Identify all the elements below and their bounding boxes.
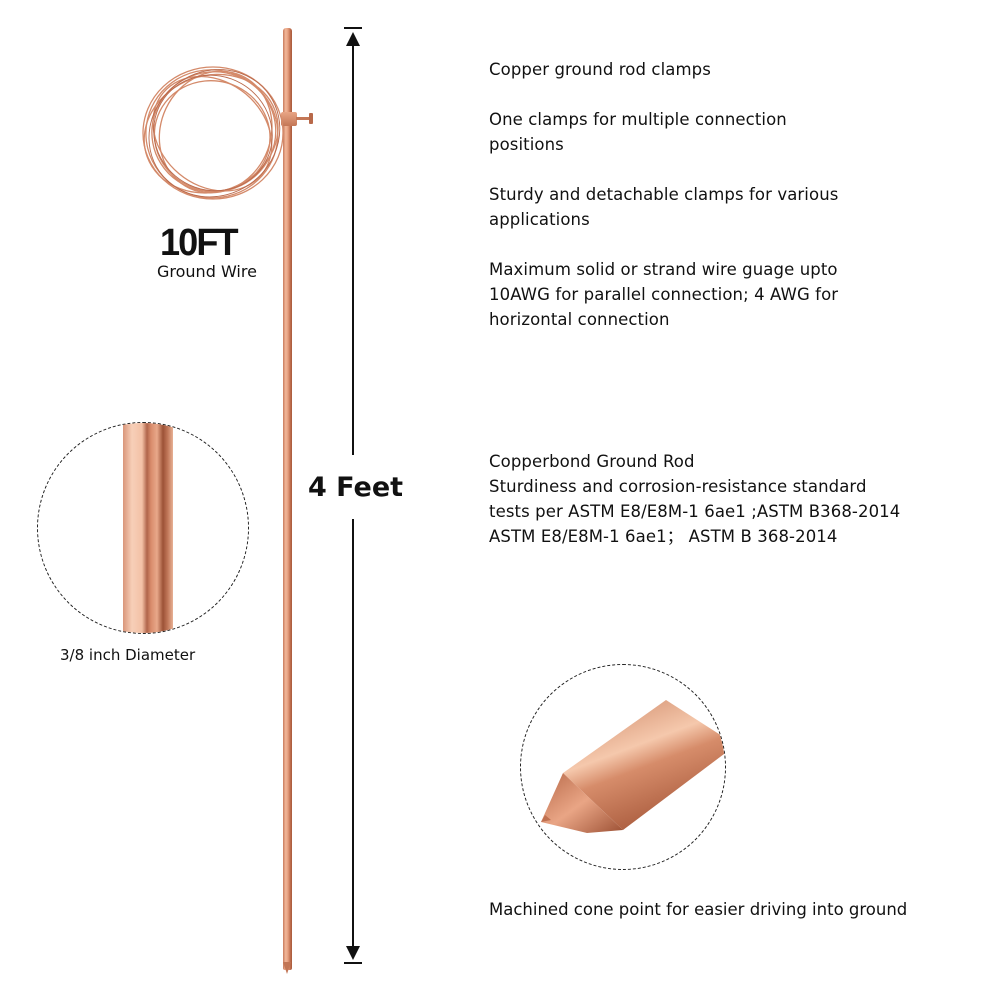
rod-clamp-image (281, 112, 297, 126)
wire-caption: Ground Wire (157, 262, 257, 281)
feature-line: 10AWG for parallel connection; 4 AWG for (489, 285, 839, 304)
cone-point-image (541, 700, 725, 833)
feature-line: One clamps for multiple connection (489, 110, 787, 129)
rod-closeup-image (123, 423, 173, 633)
feature-line: horizontal connection (489, 310, 670, 329)
rod-length-label: 4 Feet (308, 472, 404, 503)
feature-item: Maximum solid or strand wire guage upto … (489, 257, 929, 332)
ground-rod-tip (283, 962, 291, 974)
dimension-label-gap (330, 455, 380, 519)
clamp-bolt-head (309, 113, 313, 124)
feature-item: Sturdy and detachable clamps for various… (489, 182, 929, 232)
feature-line: tests per ASTM E8/E8M-1 6ae1 ;ASTM B368-… (489, 502, 901, 521)
feature-item: Copper ground rod clamps (489, 57, 929, 82)
wire-length-label: 10FT (160, 222, 239, 264)
feature-line: Sturdy and detachable clamps for various (489, 185, 839, 204)
rod-standards-title: Copperbond Ground Rod (489, 452, 695, 471)
clamp-bolt (296, 117, 310, 120)
feature-line: Maximum solid or strand wire guage upto (489, 260, 838, 279)
ground-wire-coil-image (142, 66, 284, 200)
clamp-features-list: Copper ground rod clamps One clamps for … (489, 57, 929, 332)
cone-point-detail-circle (520, 664, 726, 870)
dimension-cap-bottom (344, 962, 362, 964)
rod-standards-block: Copperbond Ground Rod Sturdiness and cor… (489, 449, 949, 549)
diameter-detail-circle (37, 422, 249, 634)
cone-point-caption: Machined cone point for easier driving i… (489, 900, 908, 919)
arrow-up-icon (346, 32, 360, 46)
feature-line: applications (489, 210, 590, 229)
feature-line: positions (489, 135, 564, 154)
dimension-cap-top (344, 27, 362, 29)
feature-line: Copper ground rod clamps (489, 60, 711, 79)
feature-line: ASTM E8/E8M-1 6ae1； ASTM B 368-2014 (489, 527, 838, 546)
ground-rod-image (283, 28, 292, 970)
diameter-caption: 3/8 inch Diameter (60, 646, 196, 664)
feature-line: Sturdiness and corrosion-resistance stan… (489, 477, 867, 496)
feature-item: One clamps for multiple connection posit… (489, 107, 929, 157)
arrow-down-icon (346, 946, 360, 960)
